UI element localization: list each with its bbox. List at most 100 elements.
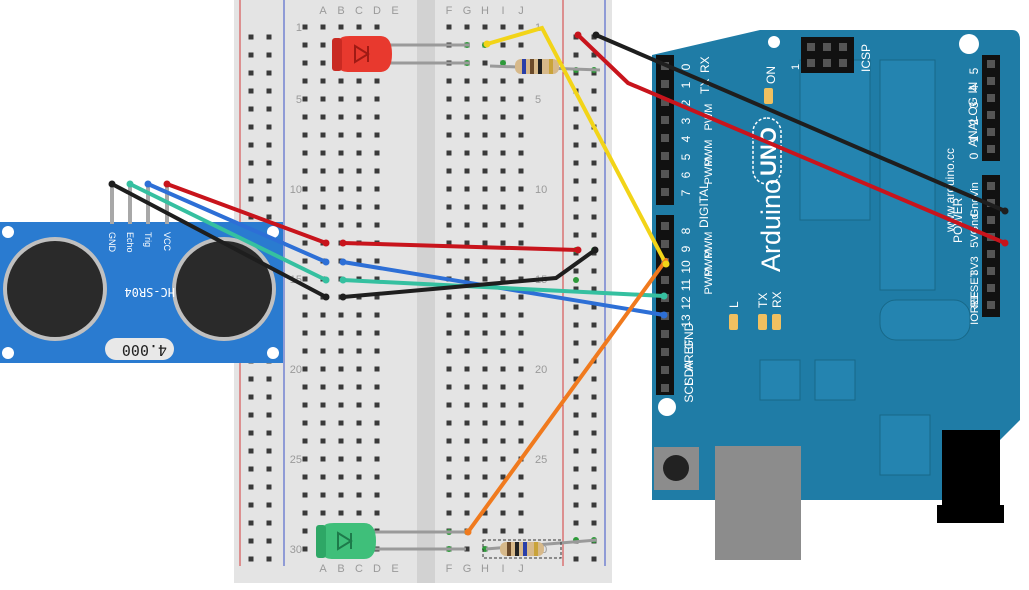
bb-hole [320, 348, 326, 354]
bb-hole [302, 330, 308, 336]
bb-hole [482, 150, 488, 156]
header-pin [661, 98, 669, 106]
sensor-hole-tl [2, 226, 14, 238]
header-pin [661, 188, 669, 196]
bb-hole [338, 24, 344, 30]
header-pin [661, 330, 669, 338]
bb-row-label-right: 25 [535, 454, 547, 466]
icsp-pin [807, 59, 815, 67]
bb-hole [518, 330, 524, 336]
bb-hole [464, 312, 470, 318]
wire-end-caps [108, 31, 1009, 536]
wire-power-red [576, 33, 1007, 245]
bb-hole [482, 78, 488, 84]
bb-hole [482, 258, 488, 264]
bb-rail-hole [248, 520, 254, 526]
bb-hole [500, 222, 506, 228]
bb-hole [464, 402, 470, 408]
bb-row-label-right: 5 [535, 94, 541, 106]
wire-end [339, 276, 347, 284]
bb-hole [518, 132, 524, 138]
bb-hole [500, 294, 506, 300]
bb-hole [302, 222, 308, 228]
digital-pin-label: 1 [679, 81, 693, 88]
bb-rail-hole [248, 484, 254, 490]
bb-rail-hole [266, 124, 272, 130]
bb-hole [374, 204, 380, 210]
bb-hole [464, 132, 470, 138]
bb-hole [446, 348, 452, 354]
bb-hole [464, 150, 470, 156]
led-tx [758, 314, 767, 330]
bb-hole [374, 78, 380, 84]
bb-hole [518, 186, 524, 192]
bb-hole [446, 492, 452, 498]
bb-hole [374, 150, 380, 156]
bb-hole [482, 276, 488, 282]
bb-rail-hole [573, 556, 579, 562]
digital-pin-label: 9 [679, 245, 693, 252]
bb-hole [320, 438, 326, 444]
resistor-bottom [482, 538, 598, 559]
bb-rail-hole [591, 268, 597, 274]
tx-led-hole [768, 36, 780, 48]
red-led-symbol [354, 44, 370, 64]
header-pin [987, 267, 995, 275]
bb-row-label-left: 1 [296, 22, 302, 34]
bb-hole [446, 78, 452, 84]
bb-rail-hole [591, 232, 597, 238]
bb-hole [338, 510, 344, 516]
wire-end [144, 180, 152, 188]
crystal [879, 299, 971, 341]
bb-hole [338, 204, 344, 210]
bb-hole [482, 366, 488, 372]
bb-hole [356, 348, 362, 354]
bb-hole [446, 330, 452, 336]
wire-end [660, 311, 668, 319]
bb-hole [356, 78, 362, 84]
analog-pin-label: 4 [967, 84, 981, 91]
bb-hole [356, 222, 362, 228]
sensor-crystal-label: 4.000 [122, 341, 167, 359]
bb-hole [356, 168, 362, 174]
bb-hole [356, 474, 362, 480]
bb-hole [356, 366, 362, 372]
green-led-flange [316, 525, 326, 558]
bb-hole [482, 24, 488, 30]
wire-end [1001, 239, 1009, 247]
bb-hole [374, 438, 380, 444]
bb-rail-hole [266, 70, 272, 76]
bb-hole [446, 366, 452, 372]
bb-hole [302, 402, 308, 408]
header-pin [661, 80, 669, 88]
bb-hole [302, 258, 308, 264]
bb-rail-hole [573, 106, 579, 112]
bb-hole [356, 438, 362, 444]
board-url: www.arduino.cc [943, 148, 957, 233]
digital-pin-label: 2 [679, 99, 693, 106]
bb-rail-hole [248, 160, 254, 166]
bb-hole [518, 402, 524, 408]
bb-hole [500, 420, 506, 426]
wire-sensor-echo-teal [128, 182, 328, 282]
bb-hole [500, 168, 506, 174]
resistor-top-band-4 [549, 59, 553, 74]
bb-hole [356, 492, 362, 498]
board-model: UNO [756, 127, 781, 176]
bb-hole [320, 42, 326, 48]
bb-hole [374, 96, 380, 102]
resistor-bottom-band-1 [507, 542, 511, 556]
bb-hole [500, 492, 506, 498]
led-tx-label: TX [756, 293, 770, 308]
wire-end [108, 180, 116, 188]
digital-pin-label: 10 [679, 260, 693, 274]
bb-hole [356, 456, 362, 462]
bb-rail-hole [248, 88, 254, 94]
bb-hole [500, 78, 506, 84]
bb-hole [446, 258, 452, 264]
bb-hole [374, 312, 380, 318]
bb-hole [302, 492, 308, 498]
bb-rail-hole [266, 34, 272, 40]
